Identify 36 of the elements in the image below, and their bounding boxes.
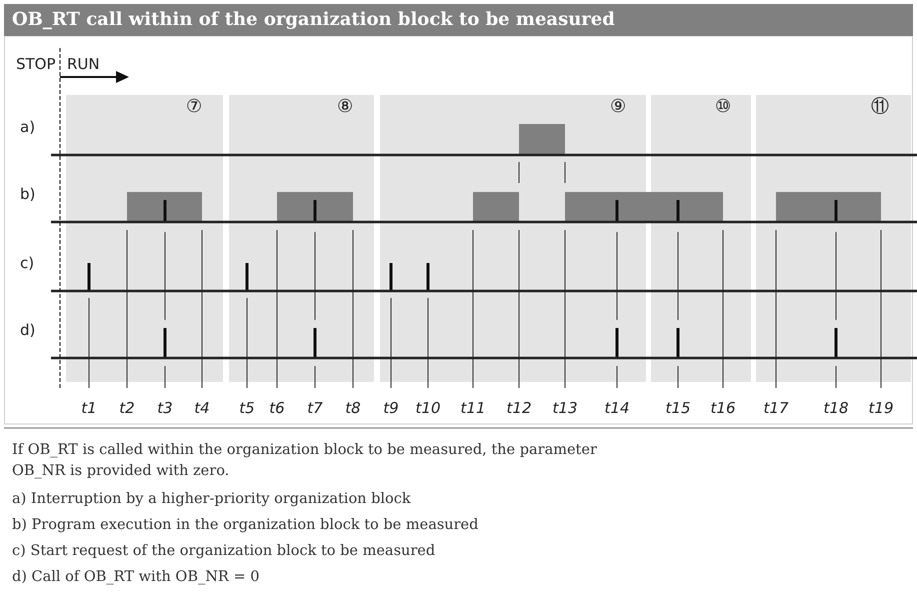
legend-text: d) Call of OB_RT with OB_NR = 0 (12, 570, 260, 584)
callout-number: ⑦ (186, 98, 202, 116)
time-label: t2 (119, 401, 135, 416)
time-label: t10 (416, 401, 440, 416)
time-label: t3 (157, 401, 173, 416)
time-label: t6 (269, 401, 285, 416)
row-label: b) (20, 187, 36, 202)
legend-text: b) Program execution in the organization block to be measured (12, 518, 478, 532)
callout-number: ⑧ (337, 98, 354, 116)
caption-text: If OB_RT is called within the organization block to be measured, the parameter OB_NR is provided with zero. (12, 441, 598, 482)
legend-text: c) Start request of the organization block to be measured (12, 544, 436, 558)
time-label: t8 (345, 401, 361, 416)
time-label: t7 (307, 401, 323, 416)
callout-number: ⑪ (871, 98, 889, 116)
time-label: t19 (868, 401, 894, 416)
time-label: t17 (764, 401, 788, 416)
legend-text: a) Interruption by a higher-priority organization block (12, 492, 411, 506)
state-label: STOP (16, 57, 56, 72)
time-label: t5 (239, 401, 255, 416)
time-label: t1 (81, 401, 97, 416)
row-label: a) (20, 120, 36, 135)
callout-number: ⑩ (715, 98, 732, 116)
callout-number: ⑨ (610, 98, 626, 116)
time-label: t12 (506, 401, 532, 416)
time-label: t16 (710, 401, 736, 416)
time-label: t9 (383, 401, 399, 416)
row-label: c) (20, 256, 34, 271)
row-label: d) (20, 323, 36, 338)
state-label: RUN (67, 57, 100, 72)
time-label: t4 (194, 401, 210, 416)
time-label: t11 (460, 401, 486, 416)
time-label: t13 (552, 401, 578, 416)
title: OB_RT call within of the organization block to be measured (12, 11, 615, 29)
time-label: t15 (666, 401, 690, 416)
time-label: t14 (604, 401, 630, 416)
time-label: t18 (824, 401, 848, 416)
